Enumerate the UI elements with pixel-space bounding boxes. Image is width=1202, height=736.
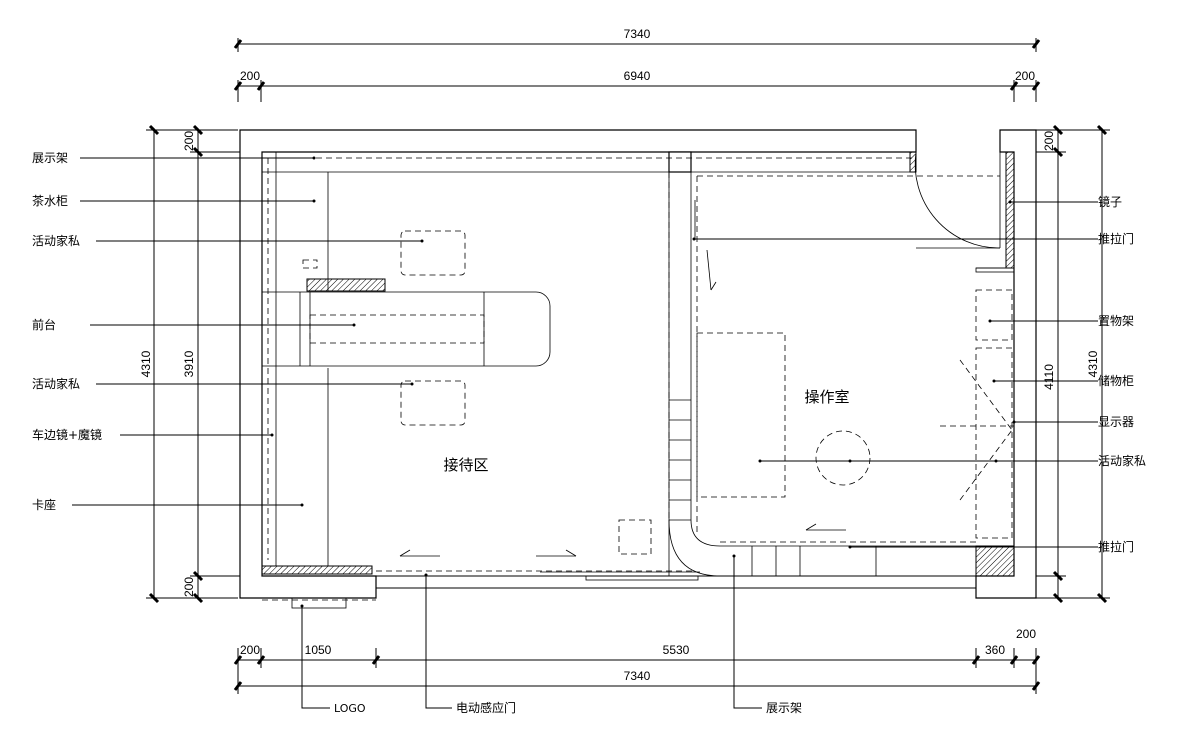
label-tea-cabinet: 茶水柜 [32,193,68,208]
dim-right-inner: 4110 [1042,364,1056,390]
label-movable-furniture-3: 活动家私 [1098,453,1146,468]
interior-elements [262,151,1015,609]
label-sliding-door-1: 推拉门 [1098,231,1134,246]
label-monitor: 显示器 [1098,415,1134,429]
label-movable-furniture-2: 活动家私 [32,376,80,391]
dim-top-right: 200 [1015,69,1035,83]
dim-left-bottom: 200 [182,577,196,597]
dim-bottom-left: 200 [240,643,260,657]
dim-left-top: 200 [182,131,196,151]
left-dimension-lines [146,124,262,604]
dim-left-total: 4310 [139,350,153,377]
label-mirror-magic-mirror: 车边镜+魔镜 [32,427,102,442]
dim-top-mid: 6940 [624,69,651,83]
dim-top-total: 7340 [624,27,651,41]
bottom-callout-leaders [300,554,762,709]
room-label-operation: 操作室 [804,388,849,406]
hatched-counter-top [306,278,386,292]
dim-bottom-seg1: 1050 [305,643,332,657]
right-callout-leaders [692,200,1098,549]
walls [239,129,1037,599]
dim-bottom-total: 7340 [624,669,651,683]
label-booth-seat: 卡座 [32,497,56,512]
bottom-dimension-lines [233,648,1041,694]
dim-left-inner: 3910 [182,350,196,377]
dim-right-top: 200 [1042,131,1056,151]
hatched-mirror-strip [1005,151,1015,269]
dim-bottom-seg2: 5530 [663,643,690,657]
left-callout-leaders [72,156,424,507]
label-logo: LOGO [334,702,366,715]
label-display-shelf-bottom: 展示架 [766,701,802,715]
room-label-reception: 接待区 [443,456,488,474]
dim-top-left: 200 [240,69,260,83]
label-mirror: 镜子 [1098,194,1122,209]
label-front-desk: 前台 [32,317,56,332]
dim-bottom-seg4: 200 [1016,627,1036,641]
dim-bottom-seg3: 360 [985,643,1005,657]
label-storage-cabinet: 储物柜 [1098,373,1134,388]
hatched-wall-bottom-left [261,565,373,575]
hatched-column-bottom-right [975,545,1015,577]
label-automatic-door: 电动感应门 [456,700,516,715]
label-storage-shelf: 置物架 [1098,314,1134,328]
label-movable-furniture-1: 活动家私 [32,233,80,248]
label-sliding-door-2: 推拉门 [1098,539,1134,554]
top-dimension-lines [233,38,1041,102]
label-display-shelf-left: 展示架 [32,151,68,165]
dim-right-total: 4310 [1086,350,1100,377]
right-dimension-lines [1014,124,1110,604]
